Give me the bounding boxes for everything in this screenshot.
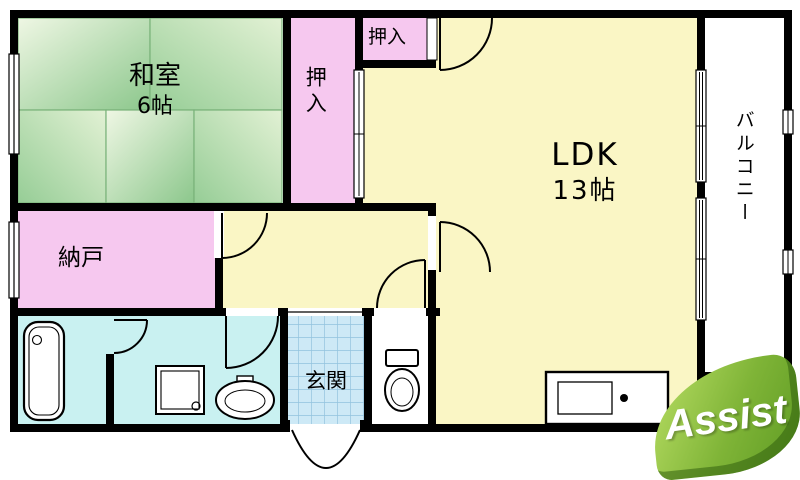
- wall-segment: [10, 10, 792, 18]
- wall-segment: [697, 318, 705, 424]
- bathtub-icon: [22, 320, 66, 422]
- wall-segment: [215, 258, 223, 316]
- room-size: 13帖: [552, 175, 618, 206]
- wall-segment: [278, 308, 288, 316]
- room-label-oshiire-top: 押入: [368, 26, 407, 48]
- wall-segment: [362, 424, 705, 432]
- rail-vent-icon: [782, 249, 794, 275]
- doorway-opening: [214, 211, 224, 258]
- toilet-icon: [384, 349, 420, 412]
- wall-segment: [355, 196, 363, 203]
- door-swing-icon: [113, 319, 148, 354]
- wall-segment: [355, 10, 363, 72]
- door-post: [360, 420, 368, 432]
- washbasin-icon: [215, 375, 275, 420]
- room-label-genkan: 玄関: [305, 369, 347, 393]
- genkan-step: [288, 308, 362, 316]
- wall-segment: [283, 18, 291, 203]
- interior-doors: [113, 17, 493, 469]
- wall-segment: [280, 316, 288, 424]
- room-name: 和室: [128, 61, 181, 91]
- sliding-window-icon: [695, 69, 707, 183]
- sliding-window-icon: [695, 197, 707, 321]
- doorway-opening: [426, 17, 438, 61]
- room-oshiire-top: [363, 18, 428, 60]
- room-label-ldk: LDK 13帖: [510, 136, 660, 207]
- balcony-rail: [784, 18, 792, 112]
- room-size: 6帖: [137, 93, 173, 119]
- rail-vent-icon: [782, 109, 794, 135]
- balcony-rail: [784, 274, 792, 380]
- room-ldk: [436, 18, 697, 424]
- wall-segment: [362, 308, 374, 316]
- window-icon: [8, 221, 20, 299]
- door-swing-icon: [221, 212, 268, 259]
- kitchen-counter-icon: [544, 370, 670, 426]
- room-ldk-arm: [363, 68, 436, 203]
- tatami-mats-icon: [17, 17, 283, 204]
- wall-segment: [364, 316, 372, 424]
- wall-segment: [10, 308, 226, 316]
- door-swing-icon: [376, 259, 426, 309]
- room-oshiire-side: [283, 18, 363, 203]
- wall-segment: [363, 60, 436, 68]
- room-balcony: [705, 18, 784, 372]
- balcony-rail: [784, 134, 792, 252]
- room-label-balcony: バルコニー: [732, 110, 755, 225]
- room-hallway: [223, 211, 428, 308]
- fixtures: [22, 320, 670, 426]
- wall-segment: [697, 18, 705, 72]
- room-label-washitsu: 和室 6帖: [85, 60, 225, 120]
- wall-segment: [215, 203, 223, 213]
- windows: [8, 17, 794, 321]
- door-swing-icon: [439, 17, 493, 71]
- wall-segment: [428, 270, 436, 424]
- wall-segment: [10, 424, 288, 432]
- door-swing-icon: [225, 315, 279, 369]
- closet-sliding-door-icon: [353, 69, 365, 199]
- wall-segment: [697, 182, 705, 200]
- door-post: [282, 420, 290, 432]
- wall-segment: [428, 203, 436, 216]
- washing-machine-pan-icon: [155, 365, 205, 415]
- room-label-nando: 納戸: [58, 245, 104, 271]
- room-name: LDK: [551, 137, 619, 173]
- walls: [10, 10, 792, 432]
- room-label-oshiire-side: 押入: [303, 66, 328, 118]
- entrance-door-icon: [291, 429, 361, 469]
- room-genkan: [288, 316, 364, 424]
- room-nando: [18, 211, 215, 308]
- window-icon: [8, 53, 20, 155]
- wall-segment: [428, 10, 436, 20]
- door-swing-icon: [439, 221, 491, 273]
- wall-segment: [106, 354, 114, 424]
- assist-logo-text: Assist: [661, 385, 791, 448]
